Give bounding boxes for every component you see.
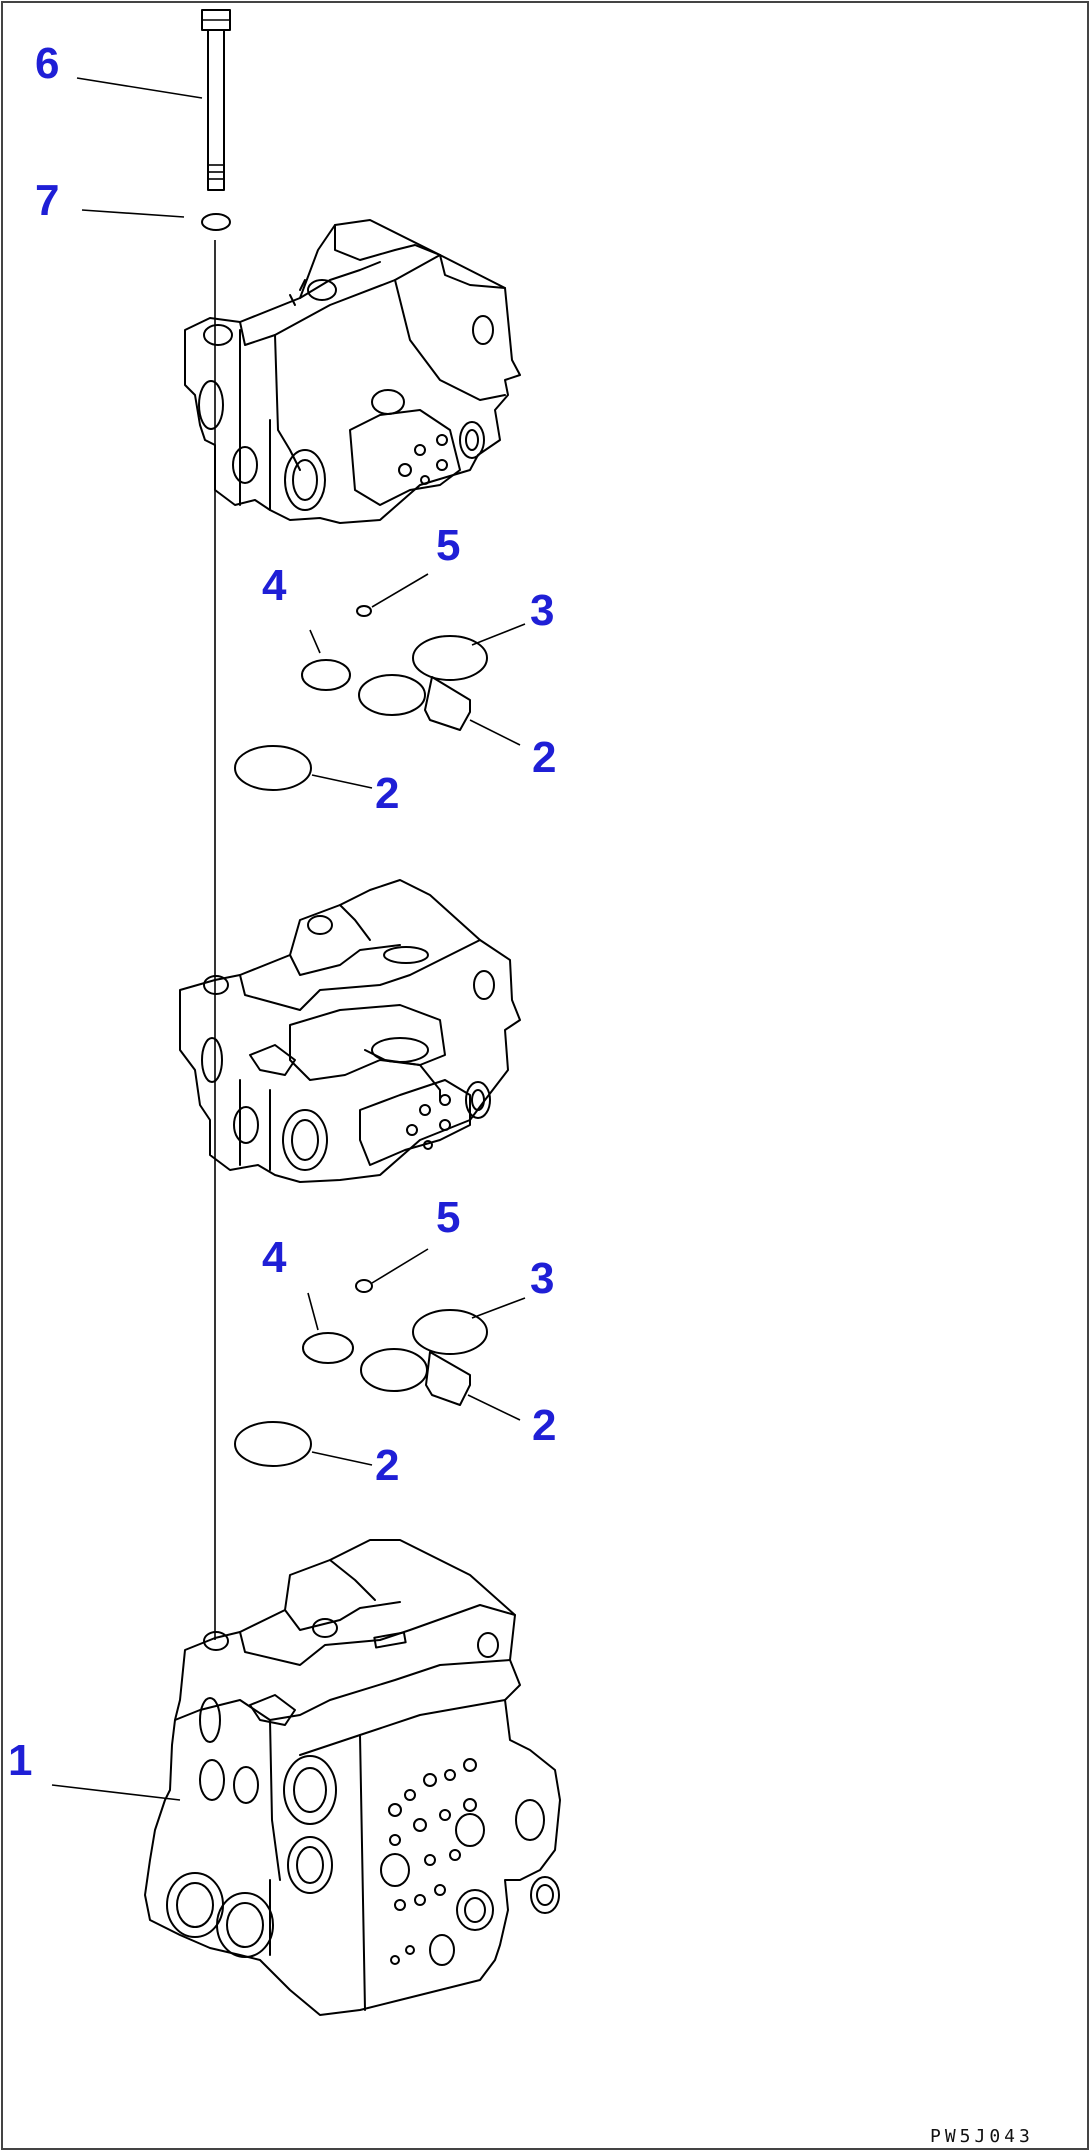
callout-1: 1 bbox=[8, 1736, 32, 1785]
callout-2-lower-left: 2 bbox=[375, 1441, 399, 1490]
part-2-gasket-lower-a bbox=[360, 1348, 428, 1392]
seal-set-upper bbox=[234, 605, 488, 791]
callout-5-upper: 5 bbox=[436, 521, 460, 570]
valve-section-middle bbox=[179, 879, 521, 1183]
leader-lines bbox=[51, 77, 526, 1801]
part-6-bolt bbox=[201, 9, 231, 191]
part-1-valve-body bbox=[144, 1539, 561, 2016]
part-2-gasket-upper-a bbox=[358, 674, 426, 716]
part-5-oring-upper bbox=[356, 605, 372, 617]
callout-2-lower-right: 2 bbox=[532, 1401, 556, 1450]
part-2-plate-lower bbox=[425, 1351, 471, 1406]
drawing-code: PW5J043 bbox=[930, 2126, 1034, 2147]
part-4-oring-upper bbox=[301, 659, 351, 691]
callout-3-lower: 3 bbox=[530, 1254, 554, 1303]
callout-3-upper: 3 bbox=[530, 586, 554, 635]
part-2-plate-upper bbox=[424, 676, 471, 731]
part-7-washer bbox=[201, 213, 231, 231]
callout-2-upper-left: 2 bbox=[375, 769, 399, 818]
callout-7: 7 bbox=[35, 176, 59, 225]
seal-set-lower bbox=[234, 1279, 488, 1467]
part-2-gasket-upper-b bbox=[234, 745, 312, 791]
part-3-gasket-lower bbox=[412, 1309, 488, 1355]
part-5-oring-lower bbox=[355, 1279, 373, 1293]
part-3-gasket-upper bbox=[412, 635, 488, 681]
callout-6: 6 bbox=[35, 39, 59, 88]
part-4-oring-lower bbox=[302, 1332, 354, 1364]
callout-4-lower: 4 bbox=[262, 1233, 287, 1282]
valve-section-top bbox=[184, 219, 521, 524]
callout-5-lower: 5 bbox=[436, 1193, 460, 1242]
callout-labels: 6 7 5 4 3 2 2 5 4 3 2 2 1 bbox=[8, 39, 556, 1785]
part-2-gasket-lower-b bbox=[234, 1421, 312, 1467]
callout-4-upper: 4 bbox=[262, 561, 287, 610]
callout-2-upper-right: 2 bbox=[532, 733, 556, 782]
